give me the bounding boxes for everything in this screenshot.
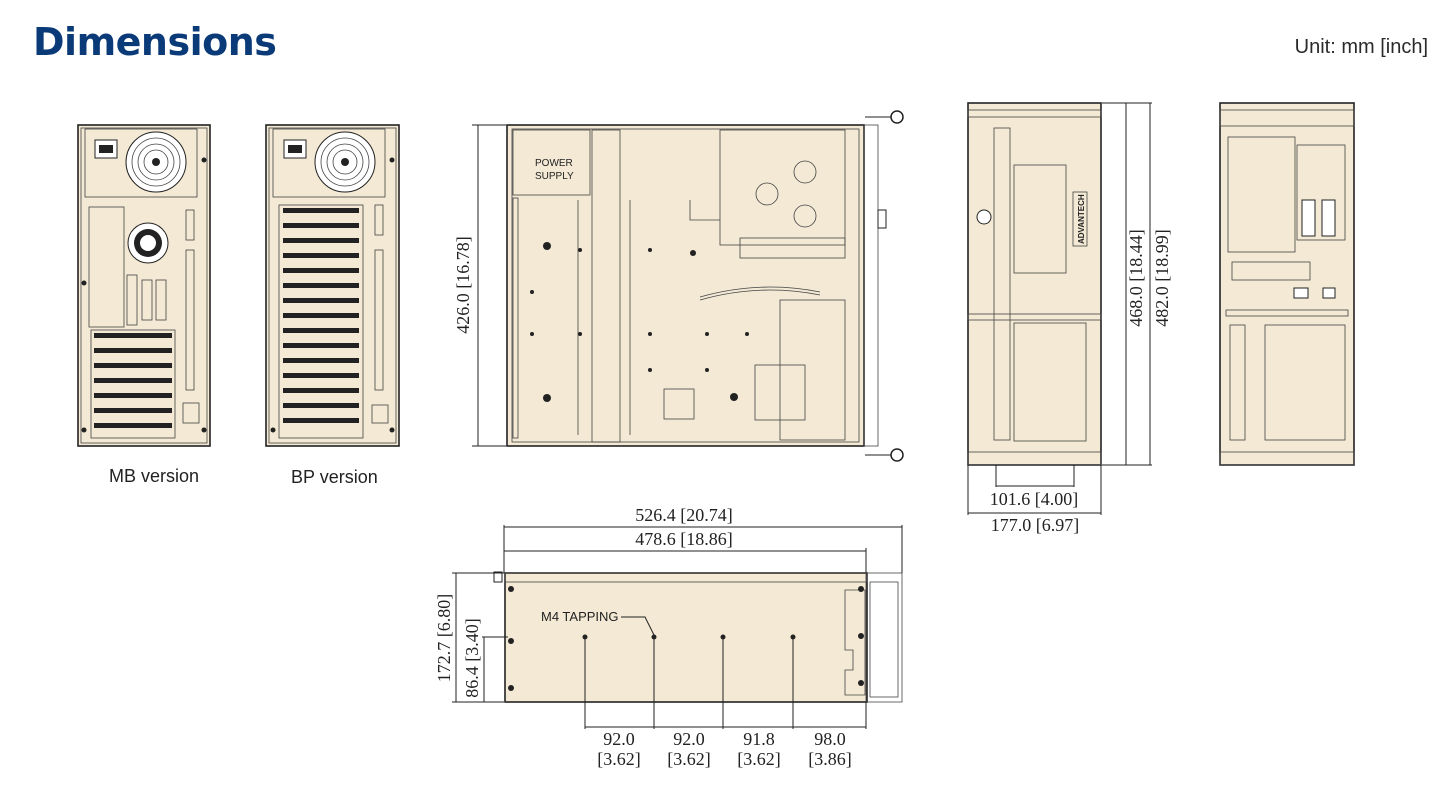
top-view: POWER SUPPLY bbox=[506, 110, 904, 462]
depth-dimension: 426.0 [16.78] bbox=[453, 236, 473, 334]
power-supply-label-1: POWER bbox=[535, 158, 573, 169]
mb-version-label: MB version bbox=[109, 466, 199, 486]
front-outer-width: 177.0 [6.97] bbox=[991, 515, 1080, 535]
rear-right-view bbox=[1219, 102, 1355, 466]
front-outer-height: 482.0 [18.99] bbox=[1152, 229, 1172, 327]
front-view: ADVANTECH bbox=[967, 102, 1102, 466]
mb-version-rear-view bbox=[77, 124, 211, 447]
front-inner-width: 101.6 [4.00] bbox=[990, 489, 1079, 509]
spacing-2-mm: 92.0 bbox=[673, 729, 705, 749]
spacing-2-inch: [3.62] bbox=[667, 749, 711, 769]
spacing-4-inch: [3.86] bbox=[808, 749, 852, 769]
side-half-height-dimension: 86.4 [3.40] bbox=[462, 618, 482, 698]
spacing-4-mm: 98.0 bbox=[814, 729, 846, 749]
spacing-1-inch: [3.62] bbox=[597, 749, 641, 769]
page-title: Dimensions bbox=[33, 20, 277, 64]
power-supply-label-2: SUPPLY bbox=[535, 171, 574, 182]
side-height-dimension: 172.7 [6.80] bbox=[434, 594, 454, 683]
front-inner-height: 468.0 [18.44] bbox=[1126, 229, 1146, 327]
brand-label: ADVANTECH bbox=[1077, 194, 1086, 244]
spacing-1-mm: 92.0 bbox=[603, 729, 635, 749]
bp-version-rear-view bbox=[265, 124, 400, 447]
spacing-3-inch: [3.62] bbox=[737, 749, 781, 769]
m4-tapping-label: M4 TAPPING bbox=[541, 609, 619, 624]
unit-label: Unit: mm [inch] bbox=[1294, 36, 1428, 58]
spacing-3-mm: 91.8 bbox=[743, 729, 775, 749]
length-outer-dimension: 526.4 [20.74] bbox=[635, 505, 733, 525]
side-view bbox=[493, 571, 903, 703]
bp-version-label: BP version bbox=[291, 467, 378, 487]
length-inner-dimension: 478.6 [18.86] bbox=[635, 529, 733, 549]
